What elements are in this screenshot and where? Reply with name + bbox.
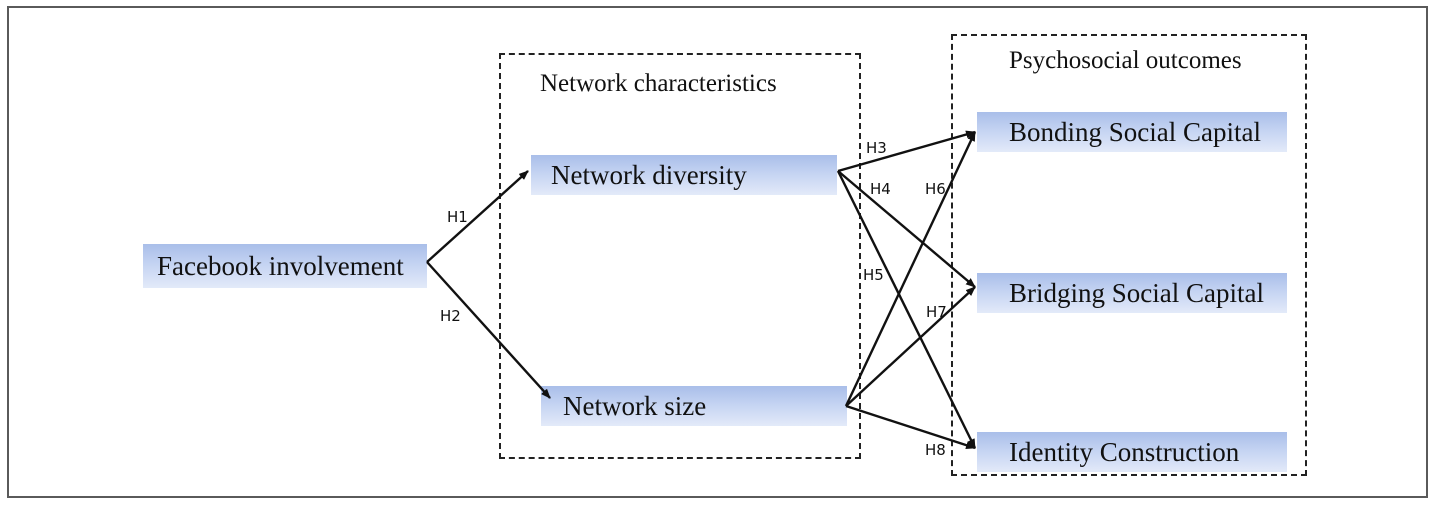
node-bonding-social-capital: Bonding Social Capital	[977, 112, 1287, 152]
edge-label-h8: H8	[925, 441, 946, 459]
psychosocial-outcomes-title: Psychosocial outcomes	[1009, 47, 1242, 74]
node-bridging-social-capital: Bridging Social Capital	[977, 273, 1287, 313]
edge-label-h4: H4	[870, 180, 891, 198]
network-characteristics-title: Network characteristics	[540, 70, 777, 97]
node-network-size: Network size	[541, 386, 847, 426]
psychosocial-outcomes-group	[951, 34, 1307, 476]
edge-label-h3: H3	[866, 139, 887, 157]
edge-label-h6: H6	[925, 180, 946, 198]
edge-label-h1: H1	[447, 208, 468, 226]
node-network-diversity: Network diversity	[531, 155, 837, 195]
edge-label-h2: H2	[440, 307, 461, 325]
edge-label-h7: H7	[926, 303, 947, 321]
node-identity-construction: Identity Construction	[977, 432, 1287, 472]
edge-label-h5: H5	[863, 266, 884, 284]
outer-frame	[7, 6, 1428, 498]
node-facebook-involvement: Facebook involvement	[143, 244, 427, 288]
